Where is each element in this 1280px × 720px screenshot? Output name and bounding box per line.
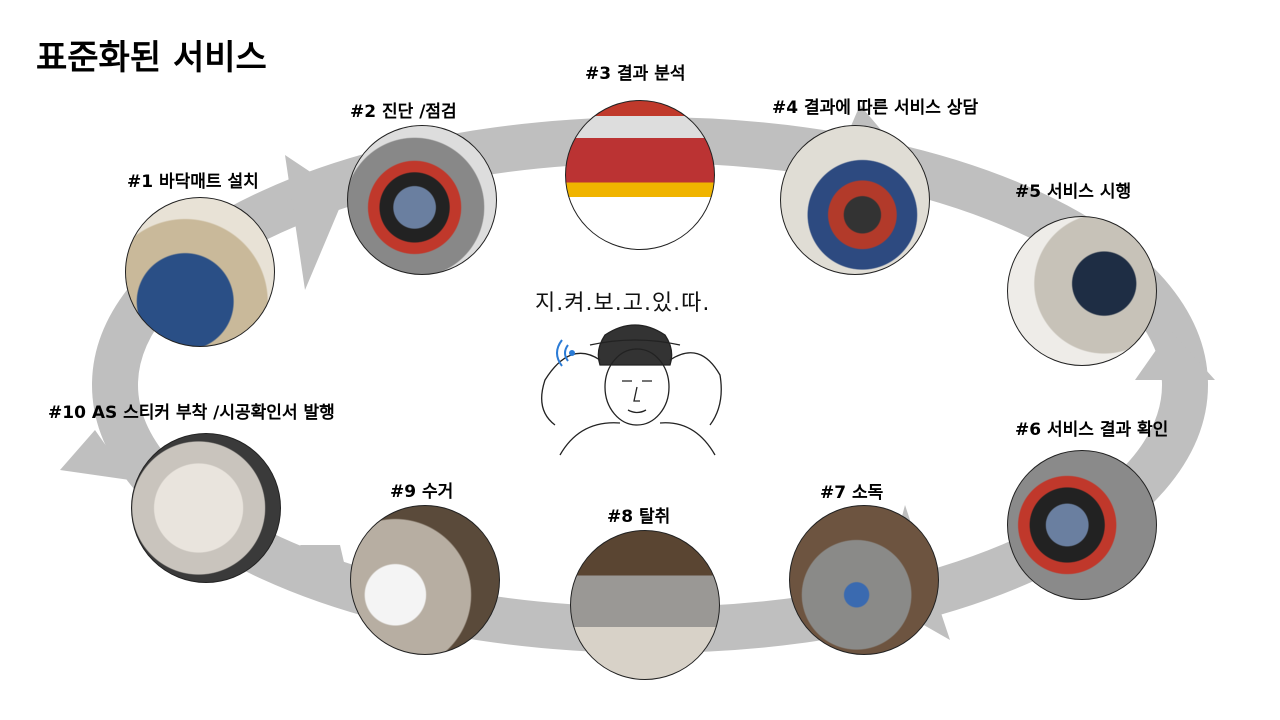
step-5-photo: [1007, 216, 1157, 366]
step-5-label: #5 서비스 시행: [1015, 182, 1132, 202]
step-7-photo: [789, 505, 939, 655]
step-1-photo: [125, 197, 275, 347]
step-6-photo: [1007, 450, 1157, 600]
step-3-photo: [565, 100, 715, 250]
step-7-label: #7 소독: [820, 483, 884, 503]
step-1-label: #1 바닥매트 설치: [127, 172, 259, 192]
step-9-label: #9 수거: [390, 482, 454, 502]
step-9-photo: [350, 505, 500, 655]
step-2-label: #2 진단 /점검: [350, 102, 457, 122]
center-caption: 지.켜.보.고.있.따.: [535, 291, 711, 316]
step-10-label: #10 AS 스티커 부착 /시공확인서 발행: [48, 403, 335, 423]
step-6-label: #6 서비스 결과 확인: [1015, 420, 1169, 440]
step-10-photo: [131, 433, 281, 583]
step-8-photo: [570, 530, 720, 680]
step-3-label: #3 결과 분석: [585, 64, 686, 84]
step-4-photo: [780, 125, 930, 275]
page-title: 표준화된 서비스: [36, 38, 267, 78]
step-4-label: #4 결과에 따른 서비스 상담: [772, 98, 979, 118]
watching-man-illustration: [541, 324, 722, 456]
step-2-photo: [347, 125, 497, 275]
step-8-label: #8 탈취: [607, 507, 671, 527]
